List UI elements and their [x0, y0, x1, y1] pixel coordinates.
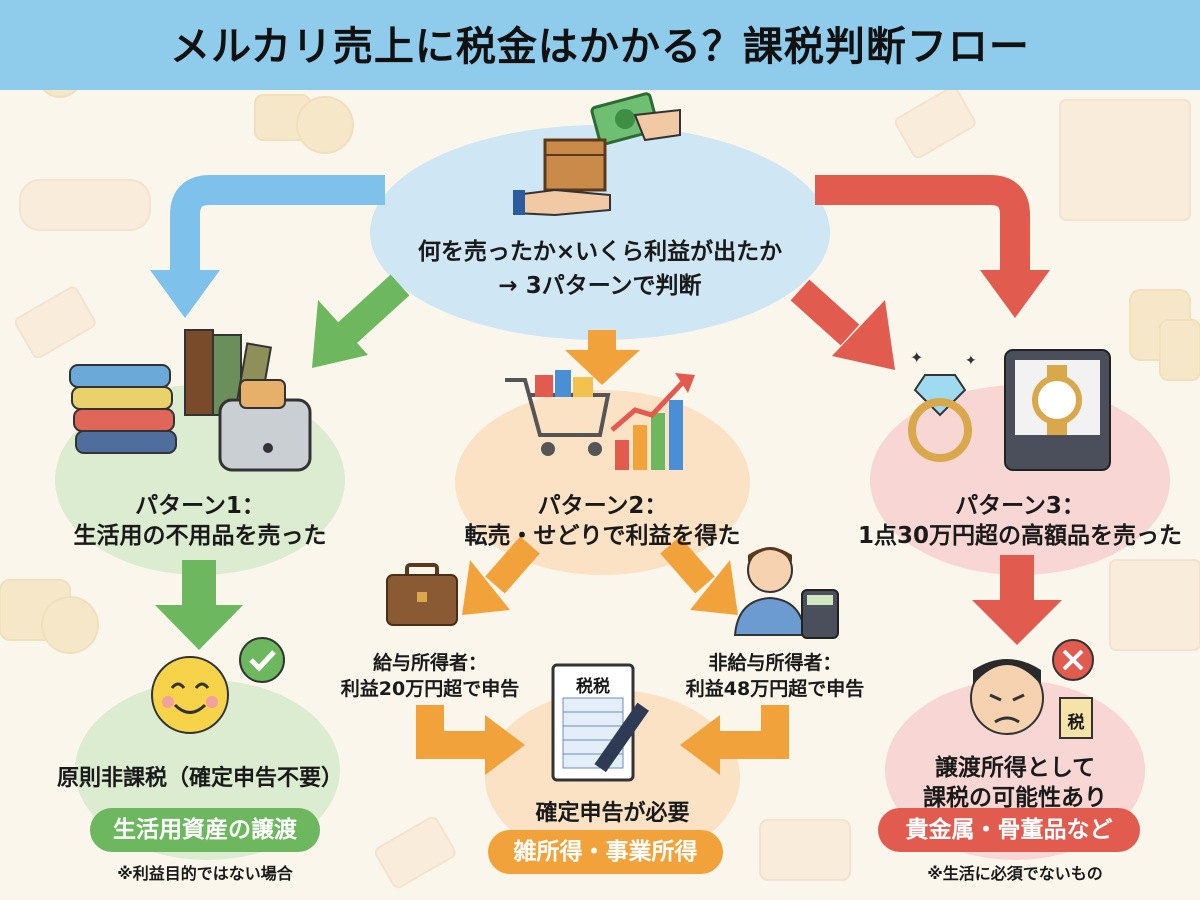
cart-chart-icon [505, 370, 695, 470]
result3-line1: 譲渡所得として [934, 755, 1096, 781]
shop-icon [1059, 99, 1191, 221]
coin-icon [41, 596, 99, 654]
ring-watch-icon: ✦ ✦ [908, 348, 1111, 471]
tax-form-pen-icon [551, 663, 649, 782]
coin-stack-icon [1159, 319, 1200, 381]
salaried-rule: 利益20万円超で申告 [340, 678, 520, 700]
coin-stack-icon [0, 579, 71, 641]
arrow-head [485, 715, 525, 775]
nonsalaried-label: 非給与所得者： [708, 652, 842, 674]
arrow-pattern3-to-result [1000, 555, 1034, 605]
arrow-head [690, 560, 738, 615]
arrow-head [155, 605, 243, 650]
root-line2: → 3パターンで判断 [498, 273, 702, 299]
arrow-pattern1-to-result [182, 560, 216, 610]
price-tag-icon [14, 286, 96, 359]
result1-note: ※利益目的ではない場合 [117, 864, 293, 883]
coin-icon [296, 96, 354, 154]
arrow-pattern2-to-nonsalaried [660, 536, 715, 594]
arrow-root-to-pattern1-green [335, 274, 410, 346]
nonsalaried-rule: 利益48万円超で申告 [685, 678, 865, 700]
person-calculator-icon [733, 547, 839, 639]
result1-text: 原則非課税（確定申告不要） [56, 766, 343, 791]
tax-form-label: 税税 [576, 677, 610, 697]
arrow-root-to-pattern3-diag [790, 279, 860, 346]
hand-money-box-icon [513, 92, 681, 217]
root-line1: 何を売ったか×いくら利益が出たか [417, 239, 783, 265]
svg-text:✦: ✦ [965, 353, 977, 369]
arrow-head [150, 270, 220, 318]
arrow-pattern2-to-salaried [485, 536, 540, 594]
result1-pill: 生活用資産の譲渡 [90, 808, 320, 852]
briefcase-icon [386, 563, 458, 626]
coin-stack-icon [1129, 289, 1191, 361]
arrow-head [565, 350, 640, 385]
clothes-books-toaster-icon [69, 329, 312, 472]
pattern1-label: パターン1： [135, 493, 265, 519]
page-title: メルカリ売上に税金はかかる？課税判断フロー [170, 24, 1030, 70]
arrow-head [972, 600, 1062, 645]
arrow-head [832, 300, 895, 370]
shop-icon [1109, 559, 1200, 651]
tax-badge: 税 [1067, 713, 1085, 733]
price-tag-icon [374, 816, 456, 889]
smiley-check-icon [151, 637, 285, 734]
svg-text:✦: ✦ [910, 348, 923, 367]
arrow-root-to-pattern3-red [815, 175, 1030, 275]
pattern3-label: パターン3： [955, 493, 1085, 519]
price-tag-icon [894, 86, 976, 159]
arrow-nonsalaried-to-result2 [715, 705, 789, 759]
pattern3-desc: 1点30万円超の高額品を売った [857, 523, 1182, 549]
pattern2-label: パターン2： [537, 493, 668, 519]
worried-face-tax-icon [970, 639, 1094, 739]
pattern1-desc: 生活用の不用品を売った [73, 523, 327, 549]
result3-pill: 貴金属・骨董品など [878, 808, 1140, 852]
arrow-head [312, 300, 368, 368]
arrow-head [462, 560, 510, 615]
pattern2-desc: 転売・せどりで利益を得た [464, 523, 741, 549]
arrow-root-to-pattern1-blue [170, 175, 385, 275]
header-bar [0, 0, 1200, 90]
result3-line2: 課税の可能性あり [923, 785, 1107, 811]
arrow-salaried-to-result2 [416, 705, 490, 759]
arrow-head [980, 270, 1050, 318]
arrow-head [680, 715, 720, 775]
result3-note: ※生活に必須でないもの [927, 864, 1103, 883]
wallet-icon [759, 819, 851, 881]
salaried-label: 給与所得者： [372, 652, 487, 674]
coin-stack-icon [254, 94, 311, 141]
hand-box-icon [19, 179, 151, 231]
result2-pill: 雑所得・事業所得 [488, 830, 723, 874]
result2-text: 確定申告が必要 [535, 801, 690, 826]
